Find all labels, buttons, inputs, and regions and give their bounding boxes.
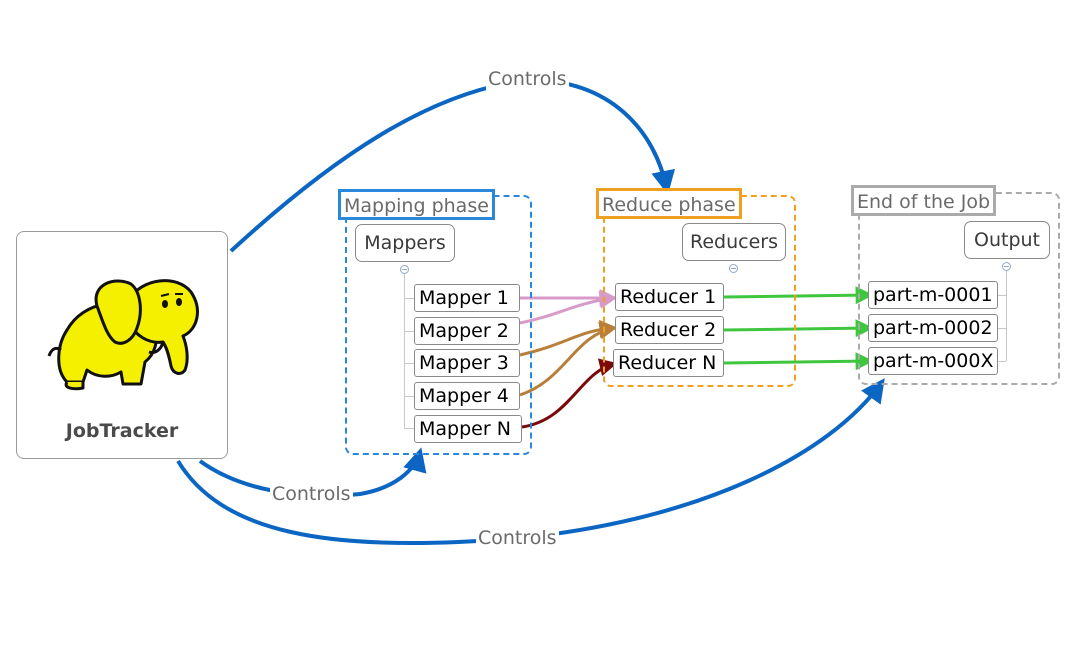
output-file-node[interactable]: part-m-000X [868,347,998,375]
jobtracker-node[interactable]: JobTracker [16,231,228,459]
tree-branch [404,428,414,429]
output-file-node[interactable]: part-m-0001 [868,281,998,309]
mapper-node[interactable]: Mapper 1 [414,284,520,312]
reducer-node[interactable]: Reducer 1 [615,283,724,311]
mapper-node[interactable]: Mapper 4 [414,382,520,410]
tree-branch [404,396,414,397]
tree-branch [998,295,1006,296]
tree-branch [404,363,414,364]
mapper-node[interactable]: Mapper 2 [414,317,520,345]
mappers-tree-line [404,274,405,428]
output-file-node[interactable]: part-m-0002 [868,314,998,342]
mappers-root-node[interactable]: Mappers [355,224,455,262]
tree-branch [404,298,414,299]
reducer-node[interactable]: Reducer N [613,349,724,377]
end-of-job-title: End of the Job [851,185,997,216]
collapse-output-icon[interactable] [1002,262,1011,271]
flow-mappern-reducern [521,358,618,429]
flow-mapper2-reducer1 [519,290,618,325]
flow-reducern-outputx [723,352,874,371]
flow-reducer1-output1 [723,286,874,305]
output-root-node[interactable]: Output [964,221,1050,259]
mapper-node[interactable]: Mapper 3 [414,349,520,377]
reducer-node[interactable]: Reducer 2 [615,316,724,344]
controls-label-reduce: Controls [486,68,569,90]
collapse-reducers-icon[interactable] [729,264,738,273]
reducers-root-node[interactable]: Reducers [682,223,786,261]
tree-branch [998,328,1006,329]
tree-branch [404,331,414,332]
hadoop-elephant-icon [47,279,199,391]
output-tree-line [1006,271,1007,361]
mapper-node[interactable]: Mapper N [414,415,522,443]
flow-reducer2-output2 [723,319,874,338]
jobtracker-label: JobTracker [65,420,179,442]
mapping-phase-title: Mapping phase [338,189,495,220]
controls-label-end: Controls [476,527,559,549]
reduce-phase-title: Reduce phase [596,188,742,219]
flow-mapper4-reducer2 [519,321,618,397]
collapse-mappers-icon[interactable] [400,265,409,274]
controls-label-mapping: Controls [270,483,353,505]
tree-branch [998,361,1006,362]
